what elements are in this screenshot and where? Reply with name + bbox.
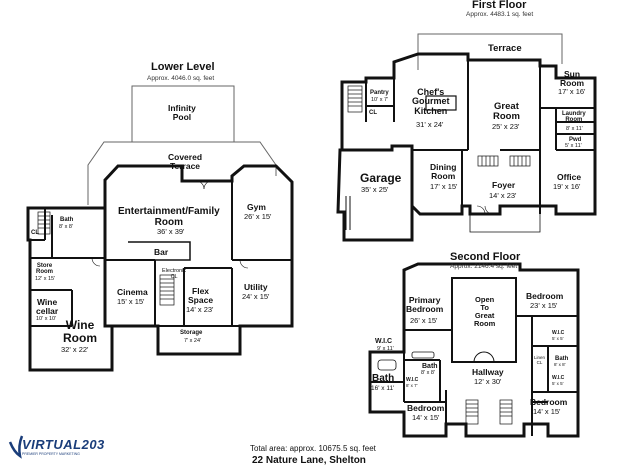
east-wic-1-dims: 5' x 5' [552, 336, 564, 341]
east-bath-dims: 8' x 8' [554, 362, 566, 367]
laundry-room-name: Laundry Room [562, 111, 586, 124]
first-floor-walls [336, 33, 597, 242]
property-address: 22 Nature Lane, Shelton [252, 455, 366, 466]
bedroom-ne-name: Bedroom [526, 291, 564, 301]
mid-bath-dims: 8' x 8' [421, 370, 436, 376]
pantry-dims: 10' x 7' [371, 97, 389, 103]
great-room-dims: 25' x 23' [492, 122, 520, 131]
bar-label: Bar [154, 247, 169, 257]
first-floor-area: Approx. 4483.1 sq. feet [466, 11, 534, 18]
great-room-name: Great Room [493, 101, 520, 122]
utility-dims: 24' x 15' [242, 292, 270, 301]
primary-bedroom-name: Primary Bedroom [406, 295, 444, 314]
cinema-name: Cinema [117, 287, 148, 297]
store-room-name: Store Room [36, 263, 53, 276]
east-wic-1-name: W.I.C [552, 330, 565, 336]
small-wic-dims: 8' x 7' [406, 383, 418, 388]
lower-bath-dims: 8' x 8' [59, 224, 74, 230]
first-closet-label: CL [369, 110, 377, 116]
virtual203-logo: VIRTUAL203 [22, 437, 105, 452]
laundry-room-dims: 8' x 11' [566, 126, 583, 132]
chefs-kitchen-name: Chef's Gourmet Kitchen [412, 87, 450, 116]
foyer-dims: 14' x 23' [489, 191, 517, 200]
total-area: Total area: approx. 10675.5 sq. feet [250, 444, 376, 453]
powder-room-dims: 5' x 11' [565, 143, 582, 149]
virtual203-logo-icon [8, 435, 24, 459]
lower-level-area: Approx. 4046.0 sq. feet [147, 75, 215, 82]
wine-room-name: Wine Room [63, 318, 97, 345]
east-wic-2-dims: 5' x 5' [552, 381, 564, 386]
virtual203-tagline: PREMIER PROPERTY MARKETING [22, 452, 80, 456]
sun-room-dims: 17' x 16' [558, 87, 586, 96]
dining-room-dims: 17' x 15' [430, 182, 458, 191]
second-floor-walls [368, 262, 580, 438]
infinity-pool-label: Infinity Pool [168, 103, 196, 122]
entertainment-room-dims: 36' x 39' [157, 227, 185, 236]
east-wic-2-name: W.I.C [552, 375, 565, 381]
utility-name: Utility [244, 282, 268, 292]
hallway-dims: 12' x 30' [474, 377, 502, 386]
primary-bath-name: Bath [372, 373, 395, 384]
terrace-label: Terrace [488, 43, 522, 54]
open-to-great-room-label: Open To Great Room [474, 295, 496, 328]
hallway-name: Hallway [472, 367, 504, 377]
wine-room-dims: 32' x 22' [61, 345, 89, 354]
lower-bath-name: Bath [60, 217, 74, 223]
bedroom-sw-dims: 14' x 15' [412, 413, 440, 422]
storage-dims: 7' x 24' [184, 338, 202, 344]
gym-dims: 26' x 15' [244, 212, 272, 221]
dining-room-name: Dining Room [430, 162, 457, 181]
bedroom-se-name: Bedroom [530, 397, 568, 407]
second-floor-area: Approx. 2146.4 sq. feet [450, 263, 518, 270]
primary-wic-dims: 9' x 11' [377, 346, 394, 352]
mid-bath-name: Bath [422, 363, 438, 370]
covered-terrace-label: Covered Terrace [168, 152, 203, 171]
second-floor-title: Second Floor [450, 251, 521, 263]
flex-space-dims: 14' x 23' [186, 305, 214, 314]
lower-closet-label: CL [31, 230, 39, 236]
first-floor-title: First Floor [472, 0, 527, 11]
bedroom-se-dims: 14' x 15' [533, 407, 561, 416]
storage-name: Storage [180, 330, 203, 336]
small-wic-name: W.I.C [406, 377, 419, 383]
lower-level-walls [26, 85, 294, 372]
chefs-kitchen-dims: 31' x 24' [416, 120, 444, 129]
sun-room-name: Sun Room [560, 69, 585, 88]
foyer-name: Foyer [492, 180, 516, 190]
bedroom-sw-name: Bedroom [407, 403, 445, 413]
cinema-dims: 15' x 15' [117, 297, 145, 306]
wine-cellar-name: Wine cellar [36, 297, 59, 316]
primary-wic-name: W.I.C [375, 338, 393, 345]
wine-cellar-dims: 10' x 10' [36, 316, 57, 322]
primary-bath-dims: 16' x 11' [371, 385, 395, 392]
lower-level-title: Lower Level [151, 61, 215, 73]
primary-bedroom-dims: 26' x 15' [410, 316, 438, 325]
office-dims: 19' x 16' [553, 182, 581, 191]
flex-space-name: Flex Space [188, 286, 214, 305]
electronic-closet-label: Electronic CL [162, 268, 187, 280]
bedroom-ne-dims: 23' x 15' [530, 301, 558, 310]
linen-closet-label: Linen CL [534, 355, 546, 365]
store-room-dims: 12' x 15' [35, 276, 56, 282]
gym-name: Gym [247, 202, 266, 212]
garage-dims: 35' x 25' [361, 185, 389, 194]
garage-name: Garage [360, 171, 402, 185]
office-name: Office [557, 172, 582, 182]
entertainment-room-name: Entertainment/Family Room [118, 206, 220, 228]
east-bath-name: Bath [555, 356, 569, 362]
powder-room-name: Pwd [569, 137, 582, 143]
pantry-name: Pantry [370, 90, 389, 96]
